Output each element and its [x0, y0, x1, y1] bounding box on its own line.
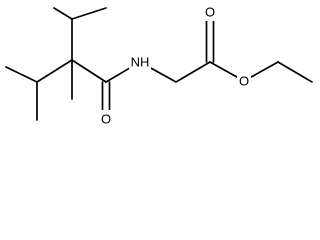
bond-lines — [5, 7, 313, 121]
amide-nitrogen-label: NH — [131, 55, 150, 70]
atom-label-amide-oxygen: O — [99, 110, 113, 128]
chemical-structure: NH O O O — [5, 3, 313, 128]
ester-carbonyl-oxygen-label: O — [205, 5, 215, 20]
bond-ethyl-to-terminal-methyl — [277, 61, 313, 83]
atom-label-ester-ether-oxygen: O — [237, 72, 251, 90]
atom-label-ester-carbonyl-oxygen: O — [203, 3, 217, 21]
bond-lower-isopropyl-methyl-left — [5, 66, 38, 83]
bond-upper-isopropyl-methyl-left — [53, 7, 73, 20]
bond-lower-isopropyl-to-quaternary — [36, 59, 73, 83]
bond-methylene-to-ester-carbon — [175, 61, 211, 83]
amide-oxygen-label: O — [101, 112, 111, 127]
bond-upper-isopropyl-methyl-right — [71, 7, 107, 20]
ester-ether-oxygen-label: O — [239, 74, 249, 89]
atom-label-amide-nitrogen: NH — [129, 53, 151, 71]
bond-quaternary-to-amide-carbon — [71, 59, 107, 83]
